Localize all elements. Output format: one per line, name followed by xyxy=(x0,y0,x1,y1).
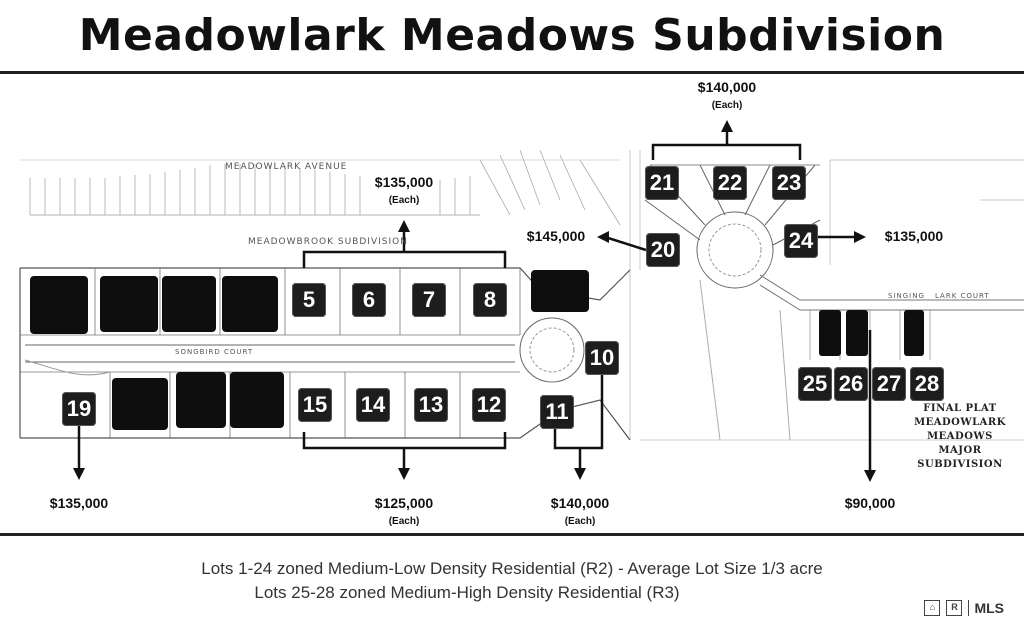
lot-8[interactable]: 8 xyxy=(473,283,507,317)
final-plat-label: FINAL PLAT MEADOWLARK MEADOWS MAJOR SUBD… xyxy=(895,402,1024,472)
footer-logos: ⌂ R MLS xyxy=(924,600,1004,616)
lot-27[interactable]: 27 xyxy=(872,367,906,401)
bottom-divider xyxy=(0,533,1024,536)
meadowbrook-lot-lines xyxy=(20,149,621,226)
price-brackets xyxy=(77,128,872,472)
street-label-songbird-court: SONGBIRD COURT xyxy=(175,348,254,356)
price-lots-21-23: $140,000 xyxy=(697,79,757,95)
lot-10[interactable]: 10 xyxy=(585,341,619,375)
lot-26[interactable]: 26 xyxy=(834,367,868,401)
price-lot-20: $145,000 xyxy=(526,228,586,244)
final-plat-line-1: FINAL PLAT xyxy=(923,403,997,414)
lot-7[interactable]: 7 xyxy=(412,283,446,317)
final-plat-line-2: MEADOWLARK MEADOWS xyxy=(914,417,1006,442)
north-cul-de-sac xyxy=(644,164,1024,441)
street-label-meadowlark-avenue: MEADOWLARK AVENUE xyxy=(225,162,348,172)
street-label-meadowbrook: MEADOWBROOK SUBDIVISION xyxy=(248,237,408,247)
lot-25[interactable]: 25 xyxy=(798,367,832,401)
price-lots-25-28: $90,000 xyxy=(844,495,896,511)
lot-19[interactable]: 19 xyxy=(62,392,96,426)
price-lots-12-15: $125,000 xyxy=(374,495,434,511)
plat-map xyxy=(19,120,1024,482)
price-lots-10-11: $140,000 xyxy=(550,495,610,511)
lot-14[interactable]: 14 xyxy=(356,388,390,422)
lot-12[interactable]: 12 xyxy=(472,388,506,422)
street-label-singing: SINGING xyxy=(888,292,925,300)
final-plat-line-3: MAJOR SUBDIVISION xyxy=(917,445,1003,470)
arrow-heads xyxy=(73,120,876,482)
upper-right-lines xyxy=(629,150,1024,440)
zoning-note-r3: Lots 25-28 zoned Medium-High Density Res… xyxy=(254,583,680,602)
lot-11[interactable]: 11 xyxy=(540,395,574,429)
songbird-court-road xyxy=(24,317,585,383)
lot-6[interactable]: 6 xyxy=(352,283,386,317)
realtor-icon: R xyxy=(946,600,963,616)
each-lots-5-8: (Each) xyxy=(388,195,420,206)
each-lots-21-23: (Each) xyxy=(711,100,743,111)
lot-23[interactable]: 23 xyxy=(772,166,806,200)
equal-housing-icon: ⌂ xyxy=(924,600,941,616)
lot-5[interactable]: 5 xyxy=(292,283,326,317)
lot-20[interactable]: 20 xyxy=(646,233,680,267)
redacted-lots xyxy=(30,270,924,430)
lot-22[interactable]: 22 xyxy=(713,166,747,200)
each-lots-12-15: (Each) xyxy=(388,516,420,527)
lot-24[interactable]: 24 xyxy=(784,224,818,258)
price-lot-19: $135,000 xyxy=(49,495,109,511)
lot-15[interactable]: 15 xyxy=(298,388,332,422)
lot-13[interactable]: 13 xyxy=(414,388,448,422)
lot-21[interactable]: 21 xyxy=(645,166,679,200)
mls-logo: MLS xyxy=(968,600,1004,616)
zoning-note-r2: Lots 1-24 zoned Medium-Low Density Resid… xyxy=(201,559,823,578)
price-lots-5-8: $135,000 xyxy=(374,174,434,190)
page-title: Meadowlark Meadows Subdivision xyxy=(78,10,946,61)
title-divider xyxy=(0,71,1024,74)
lot-28[interactable]: 28 xyxy=(910,367,944,401)
street-label-lark-court: LARK COURT xyxy=(935,292,990,300)
each-lots-10-11: (Each) xyxy=(564,516,596,527)
price-lot-24: $135,000 xyxy=(884,228,944,244)
